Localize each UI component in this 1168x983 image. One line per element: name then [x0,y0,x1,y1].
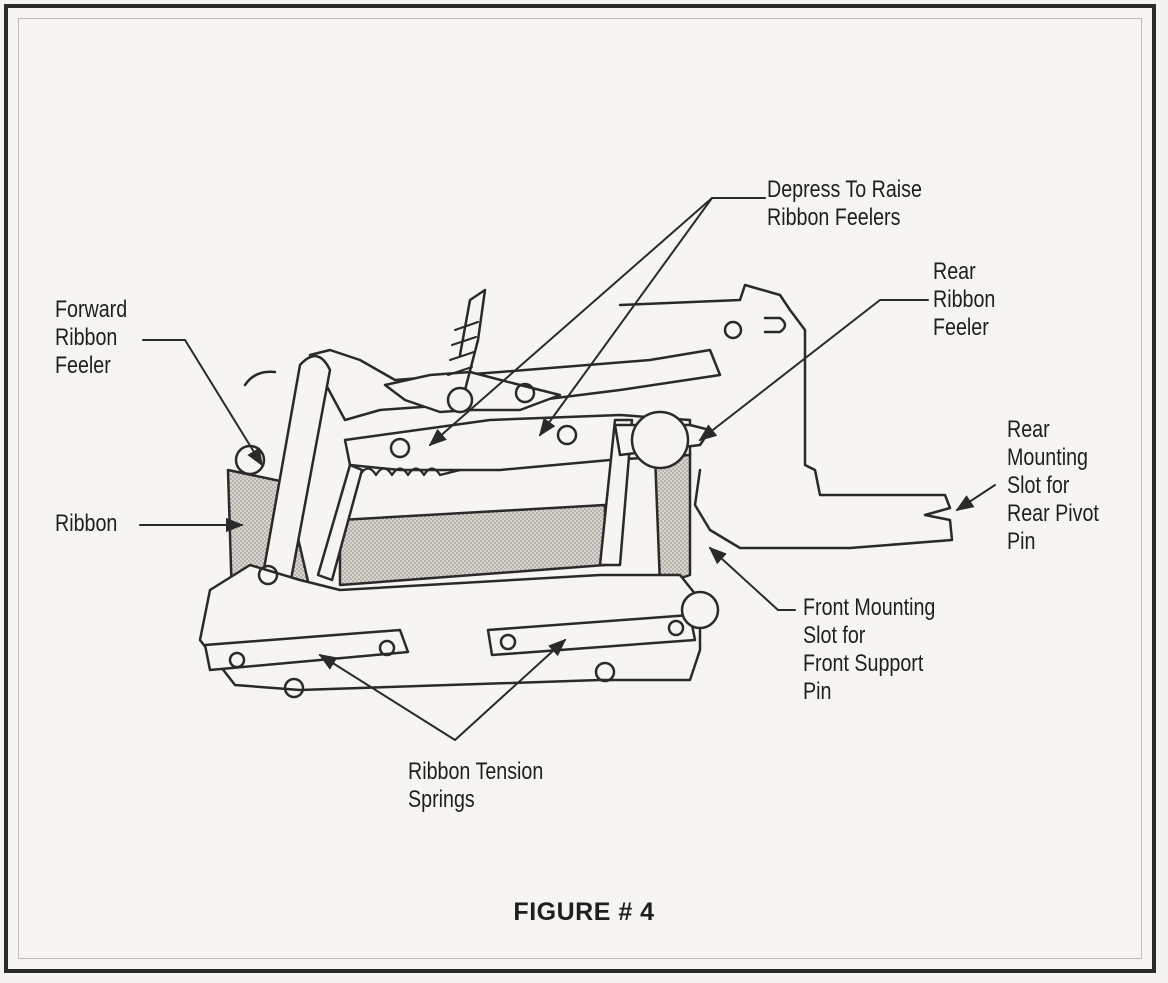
leader-depress-b [538,197,713,437]
figure-inner-border [18,18,1142,959]
label-forward-ribbon-feeler: Forward Ribbon Feeler [55,296,128,379]
carriage-screw-left [389,437,411,459]
label-rear-mounting-slot: Rear Mounting Slot for Rear Pivot Pin [1007,416,1099,555]
label-ribbon: Ribbon [55,510,118,537]
left-inner-post [316,463,364,582]
rear-plate-slot [763,316,787,334]
label-depress-to-raise: Depress To Raise Ribbon Feelers [767,176,922,231]
right-spring-bar-hole-b [667,619,685,637]
leader-front-slot [708,546,796,611]
label-rear-ribbon-feeler: Rear Ribbon Feeler [933,258,996,341]
leader-rear-slot [955,484,996,511]
left-spring-bar [203,628,410,672]
left-spring-bar-hole-b [378,639,396,657]
figure-frame [4,4,1156,973]
right-post [598,418,634,567]
leader-lines [139,197,996,741]
left-hook [243,370,277,387]
leader-rear-feeler [698,299,929,442]
label-front-mounting-slot: Front Mounting Slot for Front Support Pi… [803,594,936,705]
leader-tension-b [454,638,567,741]
leader-forward-feeler [142,339,263,467]
front-plate-hole-bottom-left [283,677,305,699]
front-plate-hole-bottom-right [594,661,616,683]
front-roller [680,590,720,630]
mechanism-drawing [139,197,996,741]
feeler-knob [446,386,474,414]
ribbon-center-shading [338,503,607,587]
ribbon-right-shading [653,448,692,587]
carriage-screw-right [556,424,578,446]
leader-tension-a [318,654,456,741]
left-post [260,355,332,587]
label-ribbon-tension-springs: Ribbon Tension Springs [408,758,544,813]
right-spring-bar [486,613,697,657]
rear-roller [630,410,690,470]
front-plate-hole-top [257,564,279,586]
tension-coil [358,467,462,477]
lever-pivot [514,382,536,404]
right-spring-bar-hole-a [499,633,517,651]
feeler-spring-arm [458,288,487,392]
left-spring-bar-hole-a [228,651,246,669]
feeler-spring-coil [447,321,479,376]
figure-caption: FIGURE # 4 [513,898,655,926]
rear-plate-hole [723,320,743,340]
